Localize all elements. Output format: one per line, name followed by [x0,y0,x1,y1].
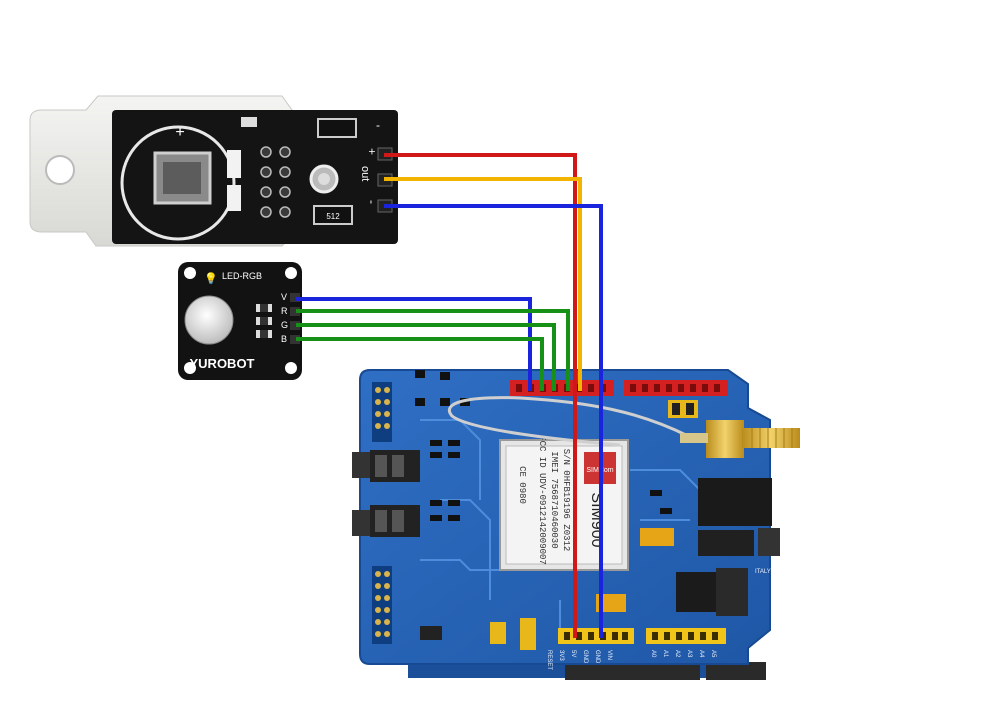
bottom-pin-label: RESET [546,650,552,670]
led-pin-label-v: V [281,292,287,302]
bottom-pin-label: A4 [698,650,704,658]
led-icon: 💡 [204,272,218,285]
arduino-bottom-headers [565,662,766,680]
bottom-pin-label: GND [594,650,600,664]
sensor-element-core [163,162,201,194]
led-module: 💡 LED-RGB V R G B YUROBOT [178,262,302,380]
led-dome [184,295,234,345]
bottom-pin-label: GND [582,650,588,664]
wire-green-led-b [296,337,544,391]
sensor-lead-pad [227,185,241,211]
led-pin-label-r: R [281,306,288,316]
dc-power-jack [698,478,780,556]
serial-jumpers [668,400,698,418]
wire-green-led-r [296,309,570,391]
voltage-regulator [676,568,748,616]
shield-side-label: ITALY [755,569,771,575]
bottom-pin-label: A2 [674,650,680,658]
bottom-pin-label: VIN [606,650,612,660]
shield-top-header-red [624,380,728,396]
smd-component [317,118,357,138]
shield-bottom-header-power [558,628,634,644]
shield-bottom-header-analog [646,628,726,644]
led-brand: YUROBOT [190,356,255,371]
sensor-pads [260,146,291,218]
bottom-pin-label: A1 [662,650,668,658]
sensor-pin-label-out: out [359,166,371,181]
sensor-pin-label-plus: + [365,148,379,155]
sensor-minus-mark: - [376,118,380,132]
gsm-id-line-3: S/N 0HFB19196 Z0312 [561,449,571,552]
jumper-blocks [370,450,420,537]
gsm-id-line-2: IMEI 7568710460030 [549,451,559,548]
sensor-pin-label-minus: - [365,200,379,204]
wire-green-led-g [296,323,556,391]
sma-connector [680,420,800,458]
wires [296,153,603,638]
capacitors [596,528,674,612]
bottom-pin-label: A5 [710,650,716,658]
smd-resistor [313,205,353,225]
led-pin-label-b: B [281,334,287,344]
smd-component [241,117,257,127]
bottom-pin-label: 5V [570,650,576,657]
led-module-title: LED-RGB [222,271,262,281]
led-pcb [178,262,302,380]
bottom-pin-label: A3 [686,650,692,658]
led-header-pins [290,293,300,344]
wire-red-sensor-vcc [384,153,577,638]
sim900-module: SIMCom SIM900 CE 0980 FCC ID UDV-0912142… [499,435,629,571]
resistor-code: 512 [326,212,340,221]
led-resistors [256,304,272,338]
ce-mark: CE 0980 [517,466,527,504]
wire-blue-led-v [296,297,532,391]
bottom-pin-label: 3V3 [558,650,564,661]
wire-blue-sensor-gnd [384,204,603,638]
led-pin-label-g: G [281,320,288,330]
sensor-module: + 512 - + out - [29,95,398,247]
wire-yellow-sensor-out [384,177,582,391]
gsm-id-line-1: FCC ID UDV-0912142009007 [537,435,547,565]
sensor-silkscreen-ring [120,125,236,241]
sensor-plus-mark: + [175,124,184,141]
shield-left-pin-grid [372,382,392,644]
bottom-pin-labels: RESET 3V3 5V GND GND VIN A0 A1 A2 A3 A4 A5 [546,650,716,670]
shield-small-jumpers [420,618,536,650]
bottom-pin-label: A0 [650,650,656,658]
sensor-lead-pad [227,150,241,178]
antenna-cable [448,396,689,447]
shield-top-header-red-2 [510,380,614,396]
mount-hole [45,155,75,185]
